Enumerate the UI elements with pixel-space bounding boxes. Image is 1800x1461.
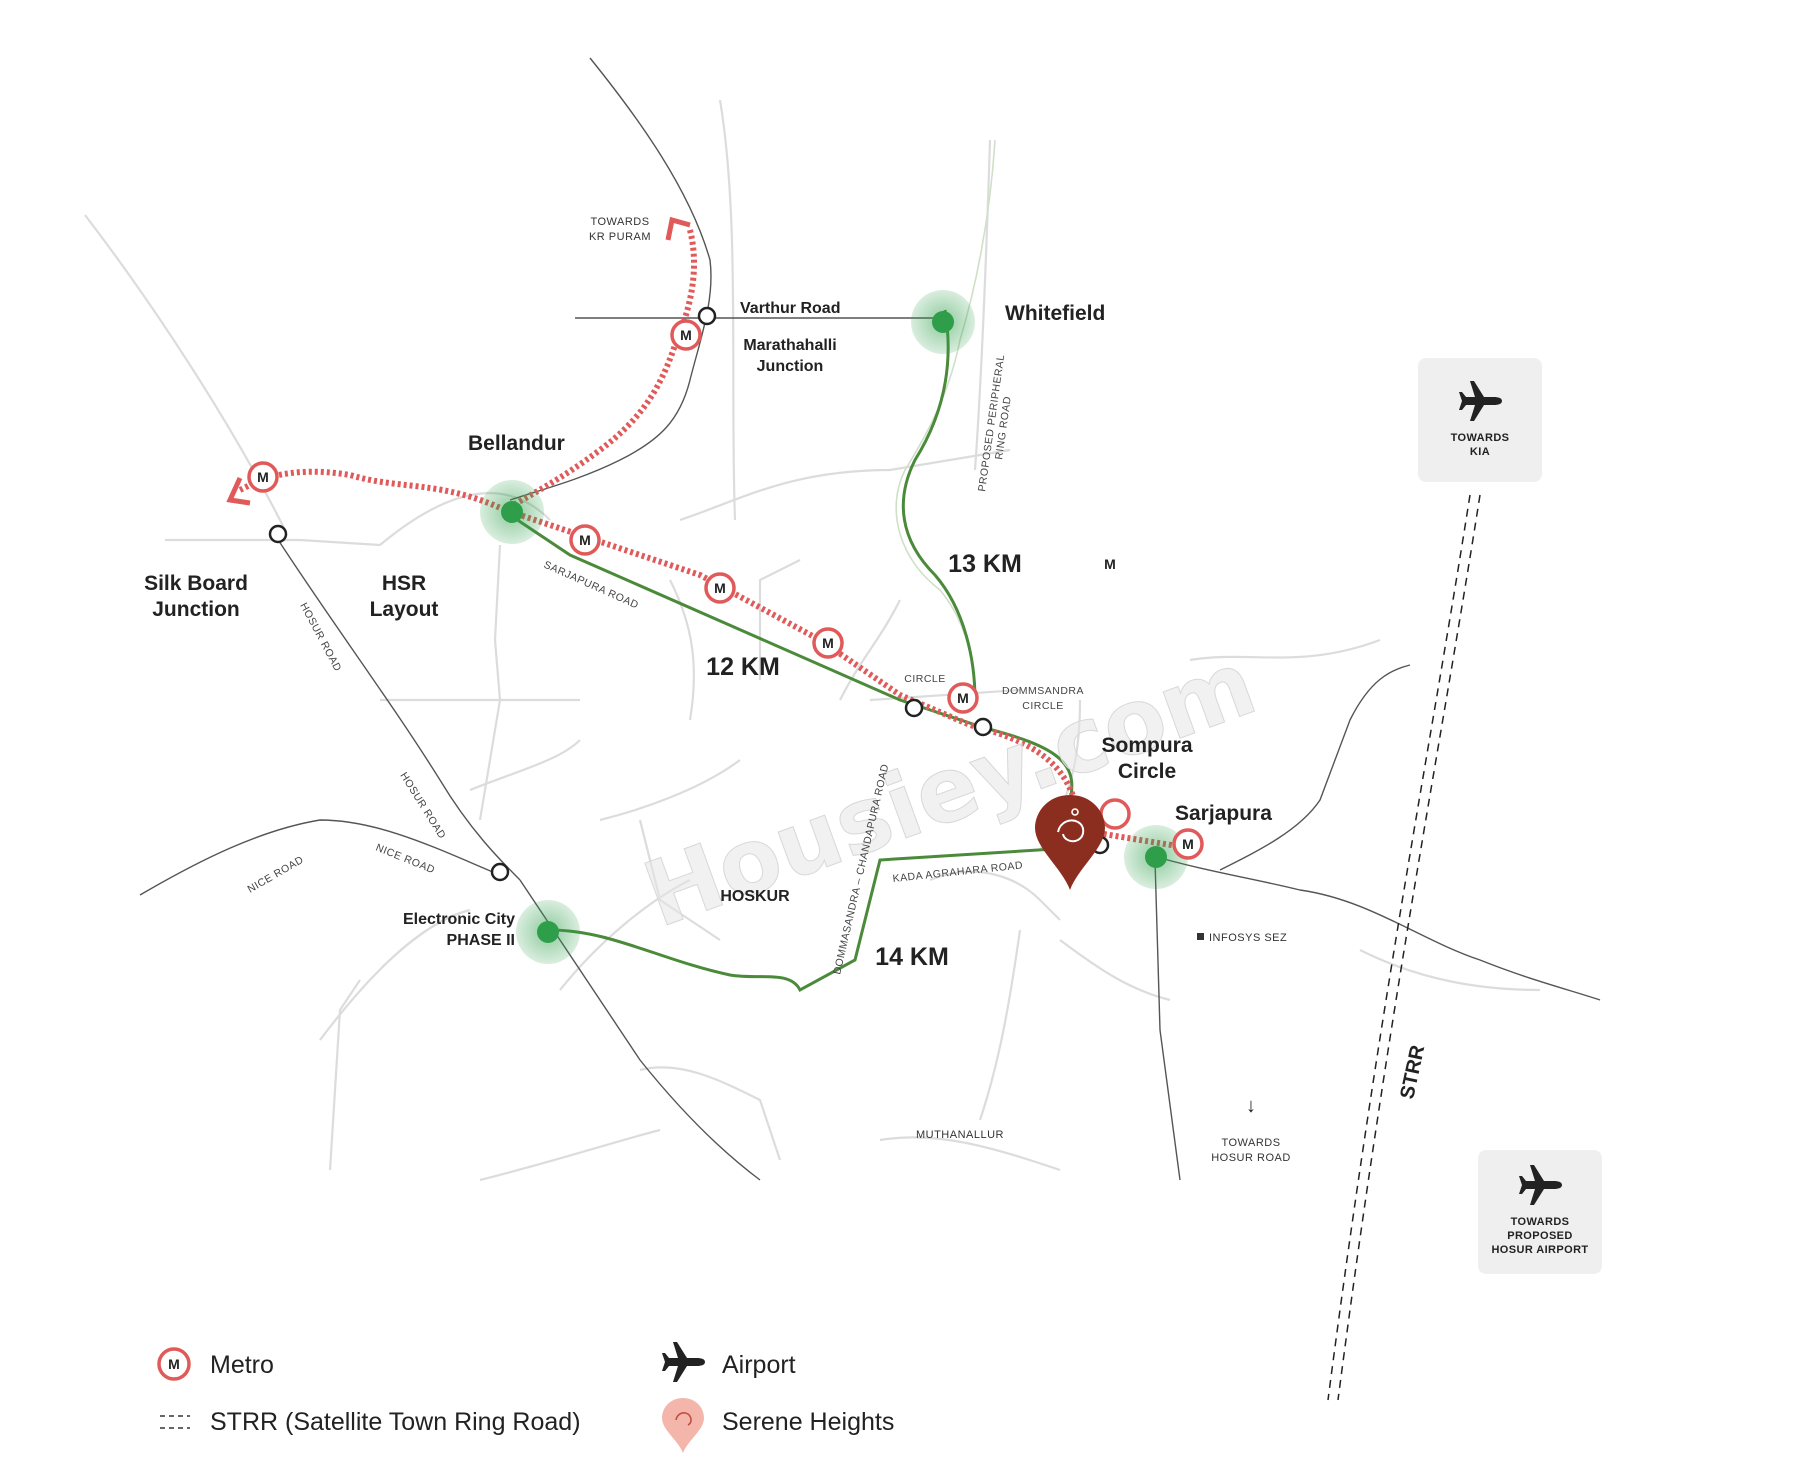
metro-icon-sompura — [1099, 798, 1131, 830]
road-label-nice-a: NICE ROAD — [246, 854, 306, 896]
airport-badge-kia: TOWARDS KIA — [1418, 358, 1542, 482]
svg-text:M: M — [168, 1356, 180, 1372]
metro-icon-marathahalli: M — [670, 319, 702, 351]
legend-strr-icon — [160, 1415, 190, 1429]
junction-dommasandra — [973, 717, 993, 737]
label-towards-kr-puram-1: TOWARDS — [590, 216, 649, 228]
metro-symbol-standalone: M — [1104, 556, 1116, 572]
serene-heights-pin-icon — [1035, 795, 1105, 890]
svg-text:M: M — [714, 580, 726, 596]
label-bellandur: Bellandur — [468, 432, 565, 455]
label-marathahalli-2: Junction — [757, 358, 824, 375]
label-sompura-2: Circle — [1118, 760, 1176, 783]
metro-icon-sarjapura-road-3: M — [812, 627, 844, 659]
junctions — [268, 306, 1110, 882]
label-sarjapura: Sarjapura — [1175, 802, 1272, 825]
svg-text:M: M — [680, 327, 692, 343]
legend-serene-heights-icon — [662, 1398, 704, 1453]
airplane-icon — [1459, 381, 1502, 421]
label-muthanallur: MUTHANALLUR — [916, 1129, 1004, 1141]
legend: M Metro STRR (Satellite Town Ring Road) … — [157, 1342, 894, 1453]
distance-13-km: 13 KM — [948, 550, 1022, 578]
metro-icon-sarjapura-road-1: M — [569, 524, 601, 556]
airport-hosur-line1: TOWARDS — [1510, 1216, 1570, 1228]
distance-12-km: 12 KM — [706, 653, 780, 681]
metro-icon-silk-board: M — [247, 461, 279, 493]
distance-14-km: 14 KM — [875, 943, 949, 971]
airport-hosur-line2: PROPOSED — [1507, 1230, 1573, 1242]
junction-electronic-city — [490, 862, 510, 882]
junction-circle — [904, 698, 924, 718]
svg-text:M: M — [822, 635, 834, 651]
road-label-sarjapura: SARJAPURA ROAD — [542, 559, 641, 612]
metro-arrow-west — [226, 476, 251, 506]
airport-kia-line1: TOWARDS — [1450, 432, 1510, 444]
hubs — [480, 290, 1188, 964]
metro-arrow-north — [665, 216, 691, 241]
metro-icon-sarjapura: M — [1172, 828, 1204, 860]
road-label-dommasandra-circle-1: DOMMSANDRA — [1002, 685, 1084, 697]
metro-stations: M M M M M M M — [247, 319, 1204, 860]
label-electronic-city-1: Electronic City — [403, 911, 515, 928]
road-label-hosur-a: HOSUR ROAD — [297, 601, 343, 674]
background-roads — [84, 99, 1541, 1182]
label-towards-hosur-road-1: TOWARDS — [1221, 1137, 1280, 1149]
airport-kia-line2: KIA — [1469, 446, 1491, 458]
legend-serene-label: Serene Heights — [722, 1408, 894, 1436]
legend-metro-icon: M — [157, 1347, 191, 1381]
legend-airport-icon — [662, 1342, 705, 1382]
strr-line — [1327, 494, 1481, 1401]
svg-text:M: M — [1182, 836, 1194, 852]
label-silk-board-2: Junction — [152, 598, 240, 621]
road-label-circle: CIRCLE — [904, 673, 946, 685]
label-towards-kr-puram-2: KR PURAM — [589, 231, 651, 243]
label-varthur-road: Varthur Road — [740, 300, 840, 317]
road-label-strr: STRR — [1396, 1043, 1429, 1101]
road-label-nice-b: NICE ROAD — [374, 842, 437, 877]
junction-varthur — [697, 306, 717, 326]
road-label-kada-agrahara: KADA AGRAHARA ROAD — [892, 859, 1024, 885]
airplane-icon — [1519, 1165, 1562, 1205]
label-infosys-sez: INFOSYS SEZ — [1209, 932, 1287, 944]
major-roads — [139, 57, 1601, 1181]
airport-badge-hosur: TOWARDS PROPOSED HOSUR AIRPORT — [1478, 1150, 1602, 1274]
label-hoskur: HOSKUR — [720, 888, 790, 905]
arrow-down-icon: ↓ — [1246, 1095, 1256, 1117]
proposed-peripheral-ring-road — [895, 139, 996, 701]
airport-hosur-line3: HOSUR AIRPORT — [1491, 1244, 1589, 1256]
label-silk-board-1: Silk Board — [144, 572, 248, 595]
infosys-sez-marker — [1197, 933, 1204, 940]
svg-text:M: M — [579, 532, 591, 548]
legend-airport-label: Airport — [722, 1351, 796, 1379]
label-marathahalli-1: Marathahalli — [743, 337, 836, 354]
label-hsr-2: Layout — [370, 598, 439, 621]
label-towards-hosur-road-2: HOSUR ROAD — [1211, 1152, 1291, 1164]
legend-strr-label: STRR (Satellite Town Ring Road) — [210, 1408, 581, 1436]
label-whitefield: Whitefield — [1005, 302, 1105, 325]
svg-text:M: M — [257, 469, 269, 485]
label-hsr-1: HSR — [382, 572, 426, 595]
svg-text:M: M — [957, 690, 969, 706]
metro-icon-dommasandra: M — [947, 682, 979, 714]
junction-silk-board — [268, 524, 288, 544]
metro-icon-sarjapura-road-2: M — [704, 572, 736, 604]
label-electronic-city-2: PHASE II — [447, 932, 515, 949]
legend-metro-label: Metro — [210, 1351, 274, 1379]
label-sompura-1: Sompura — [1101, 734, 1192, 757]
road-label-dommasandra-circle-2: CIRCLE — [1022, 700, 1064, 712]
